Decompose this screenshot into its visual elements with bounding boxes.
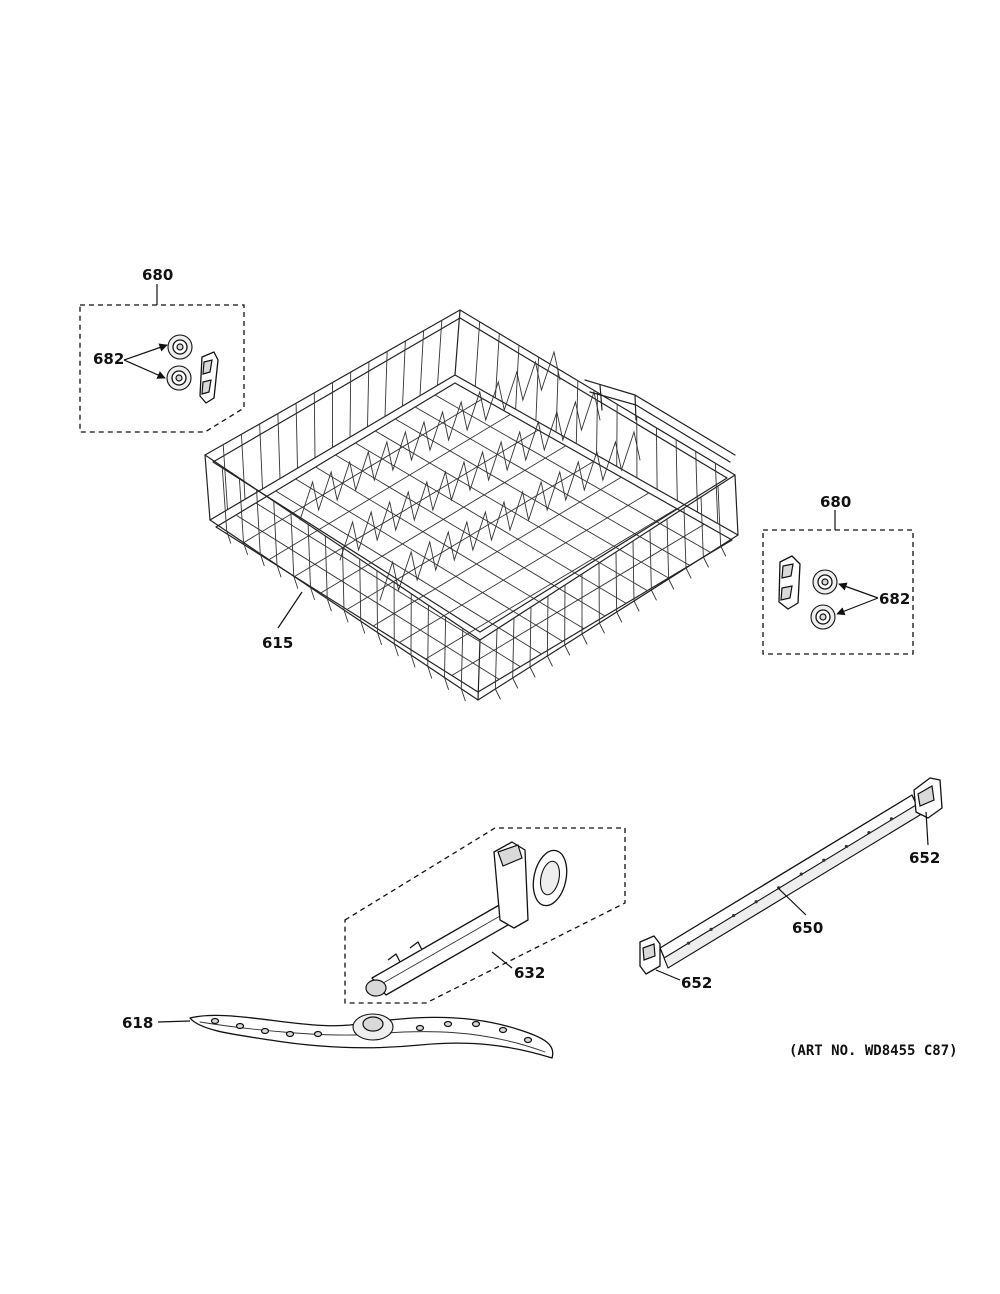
callout-618: 618 <box>122 1014 153 1032</box>
wheel-kit-right <box>762 510 914 655</box>
leader-652-bottom <box>655 969 681 981</box>
kit-boundary-632 <box>344 827 626 1004</box>
end-cap-top <box>913 777 943 819</box>
wheel-bracket-icon <box>778 555 801 610</box>
feed-tube-assembly <box>344 827 626 1004</box>
callout-680-left: 680 <box>142 266 173 284</box>
leader-618 <box>157 1020 191 1023</box>
callout-682-left: 682 <box>93 350 124 368</box>
rack-rail <box>659 794 921 969</box>
callout-652-bottom: 652 <box>681 974 712 992</box>
wheel-icon <box>167 334 193 360</box>
leader-650 <box>777 887 807 916</box>
wheel-kit-left <box>79 284 245 433</box>
leader-632 <box>491 951 513 969</box>
callout-652-top: 652 <box>909 849 940 867</box>
kit-boundary-left <box>79 304 245 433</box>
end-cap-bottom <box>639 935 661 975</box>
gasket-icon <box>532 849 568 907</box>
callout-615: 615 <box>262 634 293 652</box>
leader-615 <box>277 591 303 629</box>
spray-arm <box>189 1013 554 1059</box>
wheel-bracket-icon <box>199 351 219 404</box>
wheel-icon <box>812 569 838 595</box>
wheel-icon <box>166 365 192 391</box>
upper-rack <box>204 309 739 702</box>
kit-boundary-right <box>762 529 914 655</box>
art-number: (ART NO. WD8455 C87) <box>789 1043 958 1059</box>
callout-682-right: 682 <box>879 590 910 608</box>
wheel-icon <box>810 604 836 630</box>
callout-680-right: 680 <box>820 493 851 511</box>
callout-650: 650 <box>792 919 823 937</box>
leader-652-top <box>925 811 929 846</box>
callout-632: 632 <box>514 964 545 982</box>
